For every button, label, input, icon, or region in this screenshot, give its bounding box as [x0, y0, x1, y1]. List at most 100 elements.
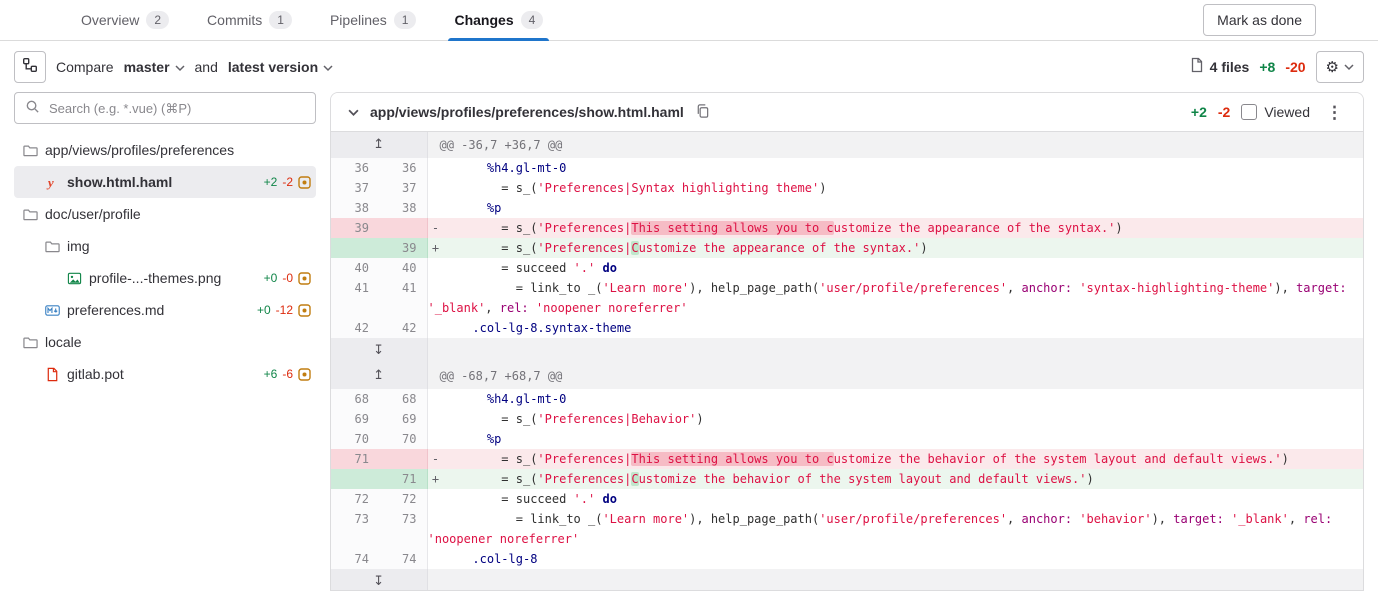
old-line-number[interactable]: 41 — [331, 278, 379, 318]
chevron-down-icon — [174, 59, 185, 75]
old-line-number[interactable]: 68 — [331, 389, 379, 409]
hunk-header: @@ -36,7 +36,7 @@ — [427, 132, 1363, 158]
file-tree-icon — [22, 57, 38, 76]
tab-label: Overview — [81, 12, 140, 28]
tree-folder[interactable]: doc/user/profile — [14, 198, 316, 230]
file-name: show.html.haml — [67, 174, 173, 190]
old-line-number[interactable]: 69 — [331, 409, 379, 429]
new-line-number[interactable]: 39 — [379, 238, 428, 258]
source-branch-dropdown[interactable]: master — [124, 59, 185, 75]
folder-icon — [44, 238, 60, 254]
new-line-number[interactable]: 68 — [379, 389, 428, 409]
file-name: app/views/profiles/preferences — [45, 142, 235, 158]
old-line-number[interactable] — [331, 469, 379, 489]
old-line-number[interactable]: 73 — [331, 509, 379, 549]
chevron-down-icon — [348, 105, 359, 120]
viewed-checkbox[interactable] — [1241, 104, 1258, 120]
file-additions: +6 — [263, 367, 278, 381]
code-line: .col-lg-8 — [427, 549, 1363, 569]
new-line-number[interactable]: 37 — [379, 178, 428, 198]
code-line: %p — [427, 429, 1363, 449]
new-line-number[interactable]: 69 — [379, 409, 428, 429]
new-line-number[interactable]: 72 — [379, 489, 428, 509]
file-icon — [1190, 57, 1204, 76]
old-line-number[interactable]: 74 — [331, 549, 379, 569]
file-tree-toggle-button[interactable] — [14, 50, 46, 83]
file-options-button[interactable]: ⋮ — [1321, 102, 1348, 123]
code-line: = s_('Preferences|Behavior') — [427, 409, 1363, 429]
old-line-number[interactable]: 70 — [331, 429, 379, 449]
and-label: and — [194, 58, 218, 75]
expand-down-button[interactable]: ↧ — [369, 570, 388, 590]
settings-dropdown-button[interactable]: ⚙ — [1315, 50, 1364, 83]
file-name: locale — [45, 334, 82, 350]
changes-content: app/views/profiles/preferences y show.html… — [0, 92, 1378, 591]
old-line-number[interactable] — [331, 238, 379, 258]
file-modified-icon — [298, 271, 311, 285]
file-tree: app/views/profiles/preferences y show.html… — [14, 134, 316, 390]
new-line-number[interactable]: 41 — [379, 278, 428, 318]
old-line-number[interactable]: 39 — [331, 218, 379, 238]
hunk-header: @@ -68,7 +68,7 @@ — [427, 363, 1363, 389]
search-input[interactable] — [47, 99, 305, 117]
old-line-number[interactable]: 37 — [331, 178, 379, 198]
file-name: profile-...-themes.png — [89, 270, 222, 286]
tab-count-badge: 1 — [393, 11, 417, 29]
old-line-number[interactable]: 71 — [331, 449, 379, 469]
new-line-number[interactable]: 70 — [379, 429, 428, 449]
compare-label: Compare — [56, 58, 114, 75]
folder-icon — [22, 334, 38, 350]
version-dropdown[interactable]: latest version — [228, 59, 333, 75]
collapse-file-button[interactable] — [346, 103, 361, 122]
file-search — [14, 92, 316, 124]
code-line: %p — [427, 198, 1363, 218]
new-line-number[interactable]: 42 — [379, 318, 428, 338]
copy-path-button[interactable] — [693, 101, 712, 124]
tree-file[interactable]: gitlab.pot+6-6 — [14, 358, 316, 390]
expand-up-button[interactable]: ↥ — [369, 364, 388, 388]
tree-file[interactable]: preferences.md+0-12 — [14, 294, 316, 326]
file-modified-icon — [298, 175, 311, 189]
tree-folder[interactable]: app/views/profiles/preferences — [14, 134, 316, 166]
expand-up-button[interactable]: ↥ — [369, 133, 388, 157]
code-line: %h4.gl-mt-0 — [427, 158, 1363, 178]
haml-icon: y — [44, 174, 60, 190]
new-line-number[interactable]: 71 — [379, 469, 428, 489]
old-line-number[interactable]: 38 — [331, 198, 379, 218]
tab-label: Commits — [207, 12, 263, 28]
code-line: - = s_('Preferences|This setting allows … — [427, 449, 1363, 469]
new-line-number[interactable]: 40 — [379, 258, 428, 278]
tree-folder[interactable]: img — [14, 230, 316, 262]
new-line-number[interactable]: 73 — [379, 509, 428, 549]
pot-icon — [44, 366, 60, 382]
file-modified-icon — [298, 367, 311, 381]
old-line-number[interactable]: 42 — [331, 318, 379, 338]
new-line-number[interactable]: 36 — [379, 158, 428, 178]
old-line-number[interactable]: 40 — [331, 258, 379, 278]
copy-icon — [695, 103, 710, 122]
expand-down-button[interactable]: ↧ — [369, 339, 388, 363]
tree-folder[interactable]: locale — [14, 326, 316, 358]
new-line-number[interactable] — [379, 218, 428, 238]
expand-gap — [427, 338, 1363, 363]
chevron-down-icon — [1344, 58, 1354, 75]
tree-file[interactable]: profile-...-themes.png+0-0 — [14, 262, 316, 294]
compare-bar: Compare master and latest version 4 file… — [0, 41, 1378, 92]
svg-text:y: y — [45, 175, 53, 190]
new-line-number[interactable]: 74 — [379, 549, 428, 569]
old-line-number[interactable]: 72 — [331, 489, 379, 509]
mark-as-done-button[interactable]: Mark as done — [1203, 4, 1316, 36]
new-line-number[interactable]: 38 — [379, 198, 428, 218]
old-line-number[interactable]: 36 — [331, 158, 379, 178]
tab-label: Changes — [454, 12, 514, 28]
new-line-number[interactable] — [379, 449, 428, 469]
